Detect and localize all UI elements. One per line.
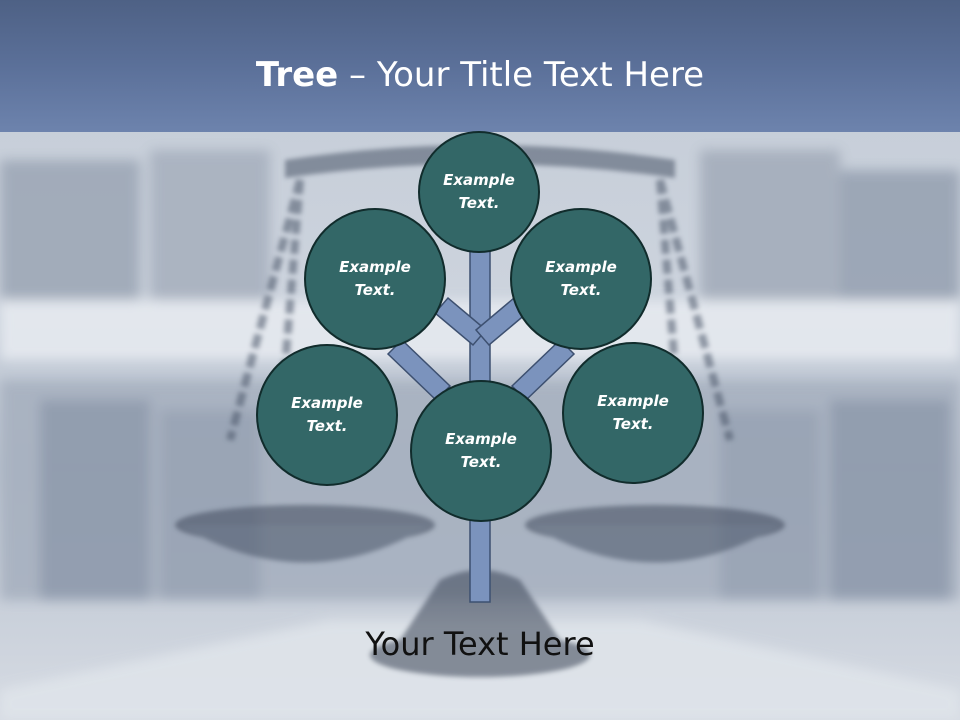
node-label: Example Text. [597,392,669,433]
node-label: Example Text. [291,394,363,435]
title-rest: – Your Title Text Here [338,55,705,95]
node-label: Example Text. [545,258,617,299]
title-band [0,0,960,132]
tree-node-center: Example Text. [410,380,552,522]
node-label: Example Text. [339,258,411,299]
footer-text: Your Text Here [365,625,595,663]
tree-node-upper-left: Example Text. [304,208,446,350]
tree-node-lower-left: Example Text. [256,344,398,486]
tree-node-lower-right: Example Text. [562,342,704,484]
tree-node-upper-right: Example Text. [510,208,652,350]
slide-title: Tree – Your Title Text Here [0,52,960,98]
tree-node-top: Example Text. [418,131,540,253]
node-label: Example Text. [443,171,515,212]
title-bold: Tree [255,55,339,95]
node-label: Example Text. [445,430,517,471]
